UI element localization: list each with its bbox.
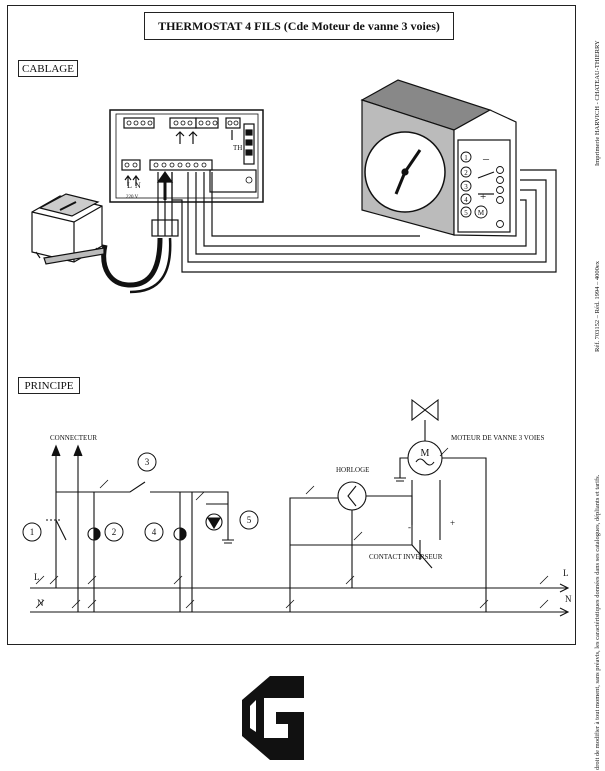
motor-terminal-m: M [478,209,485,217]
terminal-L-label: L [127,181,132,190]
motor-terminal-2: 2 [464,169,468,177]
clock-label: HORLOGE [336,466,369,474]
marker-5 [239,510,259,530]
section-label-principle: PRINCIPE [18,377,80,394]
motor-terminal-3: 3 [464,183,468,191]
marker-4-label: 4 [152,527,157,537]
connector-label: CONNECTEUR [50,434,97,442]
reference-code: Réf. 703152 – Réd. 1994 – 4000ex [594,261,601,352]
changeover-contact-label: CONTACT INVERSEUR [369,553,443,561]
th-label: TH [233,144,242,152]
thermostat-box [109,109,264,203]
valve-motor-label: MOTEUR DE VANNE 3 VOIES [451,434,544,442]
relay-box-icon [31,193,105,265]
marker-5-label: 5 [247,515,252,525]
marker-1 [22,522,42,542]
minus-label: - [408,522,411,532]
valve-motor-housing [360,79,517,237]
pump-symbol [205,513,223,531]
terminal-N-label: N [135,181,141,190]
line-N-wire [30,607,570,617]
printer-credit: Imprimerie HARVICH - CHATEAU-THIERRY [594,40,601,166]
motor-terminal-4: 4 [464,196,468,204]
motor-terminal-5: 5 [464,209,468,217]
valve-motor-m: M [421,448,430,459]
marker-3-label: 3 [145,457,150,467]
clock-symbol [337,481,367,511]
motor-plus-label: + [480,191,486,203]
line-L-wire [30,583,570,593]
line-L-left: L [34,572,40,582]
page-frame [7,5,576,645]
motor-minus-label: – [482,151,490,165]
line-N-right: N [565,594,572,604]
plus-label: + [450,518,455,528]
legal-notice: droit de modifier à tout moment, sans pr… [594,474,601,770]
section-label-wiring: CABLAGE [18,60,78,77]
company-logo [242,676,304,760]
marker-4 [144,522,164,542]
marker-1-label: 1 [30,527,35,537]
voltage-label: 220 V [126,195,139,200]
line-L-right: L [563,568,569,578]
line-N-left: N [37,598,44,608]
document-title: THERMOSTAT 4 FILS (Cde Moteur de vanne 3… [144,12,454,40]
motor-terminal-1: 1 [464,154,468,162]
marker-2-label: 2 [112,527,117,537]
marker-3 [137,452,157,472]
marker-2 [104,522,124,542]
